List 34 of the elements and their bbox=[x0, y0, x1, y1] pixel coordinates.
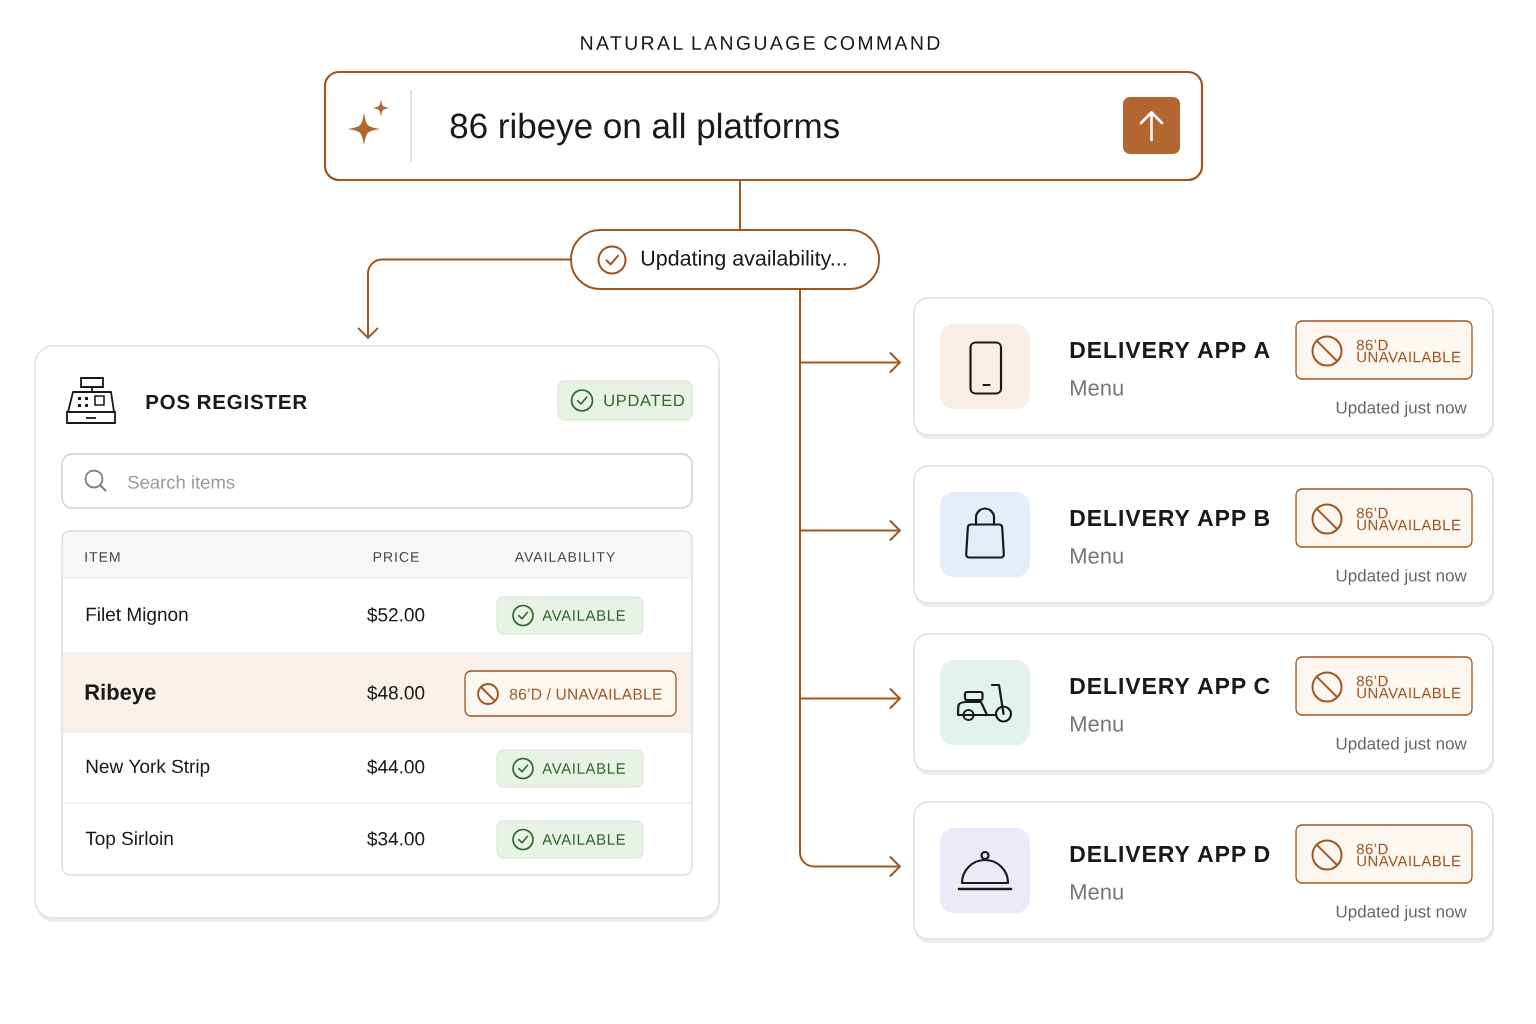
update-time: Updated just now bbox=[1336, 737, 1467, 753]
item-name: New York Strip bbox=[86, 759, 210, 777]
arrow bbox=[357, 258, 571, 340]
connector-line bbox=[739, 180, 741, 230]
item-price: $52.00 bbox=[367, 607, 425, 623]
item-price: $48.00 bbox=[367, 685, 425, 701]
status-badge: 86’D UNAVAILABLE bbox=[1295, 824, 1473, 884]
status-pill: Updating availability... bbox=[570, 229, 880, 290]
item-name: Filet Mignon bbox=[86, 607, 188, 625]
card-subtitle: Menu bbox=[1071, 548, 1123, 564]
card-title: DELIVERY APP D bbox=[1070, 846, 1270, 862]
arrow bbox=[799, 289, 902, 878]
column-header: ITEM bbox=[85, 552, 120, 562]
card-subtitle: Menu bbox=[1071, 716, 1123, 732]
panel-title: POS REGISTER bbox=[146, 394, 307, 410]
status-badge: 86’D UNAVAILABLE bbox=[1295, 488, 1473, 548]
update-time: Updated just now bbox=[1336, 905, 1467, 921]
item-name: Top Sirloin bbox=[85, 831, 173, 849]
card-title: DELIVERY APP B bbox=[1070, 510, 1270, 526]
column-header: PRICE bbox=[373, 552, 419, 562]
title: NATURAL LANGUAGE COMMAND bbox=[581, 36, 940, 50]
update-time: Updated just now bbox=[1336, 401, 1467, 417]
item-price: $34.00 bbox=[367, 831, 425, 847]
card-title: DELIVERY APP C bbox=[1070, 677, 1270, 695]
update-time: Updated just now bbox=[1336, 569, 1467, 585]
card-title: DELIVERY APP A bbox=[1070, 342, 1270, 358]
card-subtitle: Menu bbox=[1071, 884, 1123, 900]
item-name: Ribeye bbox=[85, 683, 156, 705]
command-box: 86 ribeye on all platforms bbox=[323, 70, 1204, 182]
column-header: AVAILABILITY bbox=[514, 552, 615, 562]
status-badge: 86’D UNAVAILABLE bbox=[1295, 320, 1473, 380]
card-subtitle: Menu bbox=[1071, 380, 1123, 396]
status-badge: 86’D UNAVAILABLE bbox=[1295, 656, 1473, 716]
item-price: $44.00 bbox=[367, 759, 425, 775]
